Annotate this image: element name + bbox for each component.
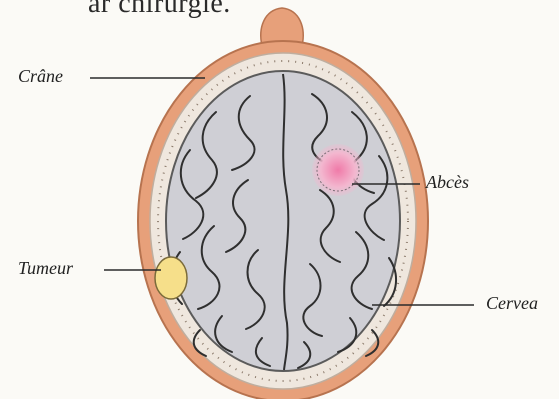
label-tumeur: Tumeur [18, 258, 73, 279]
label-abces: Abcès [426, 172, 469, 193]
abscess-mark [312, 144, 364, 196]
tumor-mark [155, 257, 187, 299]
label-crane: Crâne [18, 66, 63, 87]
label-cerveau: Cervea [486, 293, 538, 314]
